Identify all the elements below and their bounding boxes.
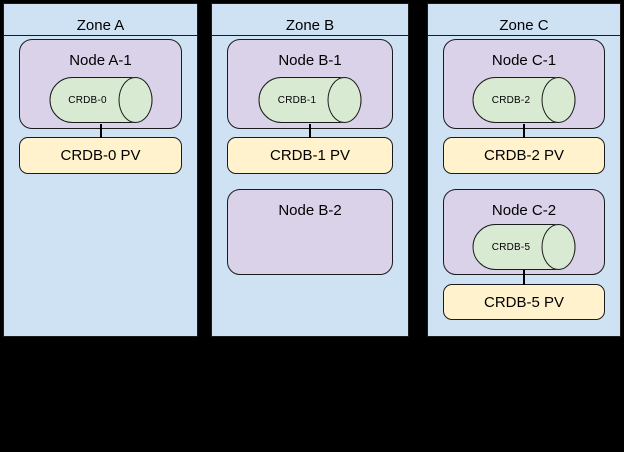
- zone-b: Zone B Node B-1 CRDB-1 CRDB-1 PV Node B-…: [211, 3, 409, 337]
- crdb-2-cylinder: CRDB-2: [472, 77, 576, 123]
- cylinder-end-cap: [327, 77, 362, 123]
- cylinder-end-cap: [541, 77, 576, 123]
- node-c-1-label: Node C-1: [491, 52, 557, 69]
- zone-b-title: Zone B: [212, 4, 408, 36]
- zone-a-title: Zone A: [4, 4, 197, 36]
- node-b-1-label: Node B-1: [278, 52, 342, 69]
- crdb-1-cylinder-label: CRDB-1: [277, 94, 317, 106]
- crdb-2-cylinder-label: CRDB-2: [491, 94, 531, 106]
- pv-connector-line: [523, 270, 525, 285]
- crdb-5-cylinder: CRDB-5: [472, 224, 576, 270]
- node-c-2-label: Node C-2: [491, 202, 557, 219]
- pv-connector-line: [309, 124, 311, 138]
- crdb-2-pv-box: CRDB-2 PV: [443, 137, 605, 174]
- crdb-1-pv-box: CRDB-1 PV: [227, 137, 393, 174]
- cylinder-end-cap: [118, 77, 152, 123]
- cylinder-end-cap: [541, 224, 576, 270]
- crdb-0-cylinder-label: CRDB-0: [68, 94, 107, 106]
- pv-connector-line: [99, 124, 102, 138]
- node-c-1: Node C-1 CRDB-2: [443, 39, 605, 129]
- zone-a: Zone A Node A-1 CRDB-0 CRDB-0 PV: [3, 3, 198, 337]
- crdb-0-pv-box: CRDB-0 PV: [19, 137, 182, 174]
- zone-c-title: Zone C: [428, 4, 620, 36]
- crdb-5-pv-box: CRDB-5 PV: [443, 284, 605, 320]
- node-b-2: Node B-2: [227, 189, 393, 275]
- node-a-1: Node A-1 CRDB-0: [19, 39, 182, 129]
- node-b-1: Node B-1 CRDB-1: [227, 39, 393, 129]
- node-b-2-label: Node B-2: [278, 202, 342, 219]
- zone-c: Zone C Node C-1 CRDB-2 CRDB-2 PV Node C-…: [427, 3, 621, 337]
- node-c-2: Node C-2 CRDB-5: [443, 189, 605, 275]
- crdb-1-cylinder: CRDB-1: [258, 77, 362, 123]
- node-a-1-label: Node A-1: [69, 52, 132, 69]
- crdb-0-cylinder: CRDB-0: [49, 77, 152, 123]
- pv-connector-line: [523, 124, 525, 138]
- crdb-5-cylinder-label: CRDB-5: [491, 241, 531, 253]
